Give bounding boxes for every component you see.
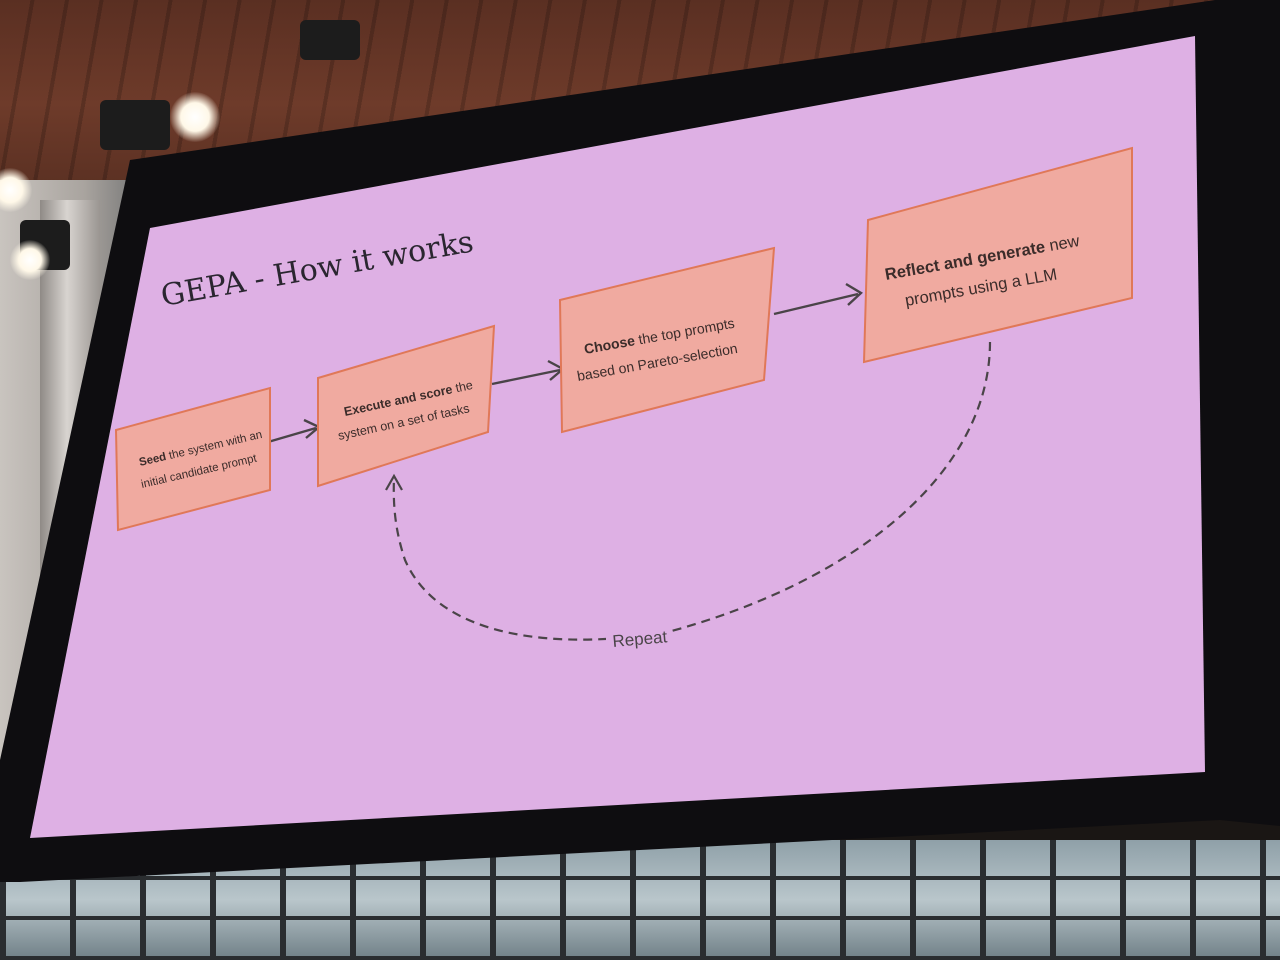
ceiling-light xyxy=(170,92,220,142)
step-box xyxy=(862,146,1133,364)
step-box xyxy=(558,246,776,434)
ceiling-light xyxy=(10,240,50,280)
repeat-label-backdrop xyxy=(606,624,668,650)
light-fixture xyxy=(300,20,360,60)
repeat-loop-arrowhead xyxy=(385,473,403,491)
step-execute-and-score: Execute and score the system on a set of… xyxy=(317,324,496,488)
repeat-label: Repeat xyxy=(612,627,669,651)
arrow-step3-to-step4 xyxy=(773,292,859,316)
step-choose: Choose the top prompts based on Pareto-s… xyxy=(558,246,776,434)
step-box xyxy=(114,386,271,532)
arrow-step1-to-step2 xyxy=(267,426,317,444)
step-text-line1: the xyxy=(451,378,474,396)
step-box xyxy=(317,324,496,488)
light-fixture xyxy=(100,100,170,150)
step-seed: Seed the system with an initial candidat… xyxy=(114,386,271,532)
step-text-line1: new xyxy=(1043,232,1081,256)
arrowhead-step4 xyxy=(845,282,863,306)
arrow-step2-to-step3 xyxy=(491,368,561,386)
step-reflect-and-generate: Reflect and generate new prompts using a… xyxy=(862,146,1133,364)
repeat-loop-line xyxy=(392,341,992,641)
